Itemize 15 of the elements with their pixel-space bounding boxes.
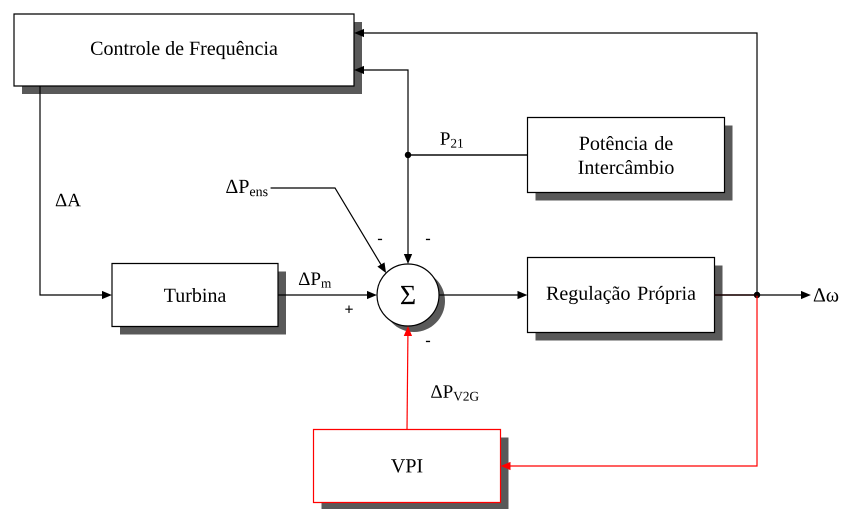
edge-label: ΔA xyxy=(54,192,82,208)
signal-label: Δω xyxy=(814,288,838,302)
sign-label: - xyxy=(378,238,382,240)
edge-label: ΔP$_{m}$ xyxy=(297,271,333,289)
block-box: Turbina xyxy=(111,262,286,334)
block-box: Regulação Própria xyxy=(526,256,722,340)
block-box: Controle de Frequência xyxy=(13,13,362,94)
edge-label: ΔP$_{V2G}$ xyxy=(429,384,481,402)
edge-label: P$_{21}$ xyxy=(438,131,466,149)
summing-junction: Σ xyxy=(376,263,445,332)
block-box: Potência de Intercâmbio xyxy=(526,116,732,200)
signal-label: ΔP$_{ens}$ xyxy=(226,180,268,196)
sign-label: - xyxy=(426,238,430,240)
sign-label: + xyxy=(345,306,353,313)
block-box: VPI xyxy=(312,428,508,509)
